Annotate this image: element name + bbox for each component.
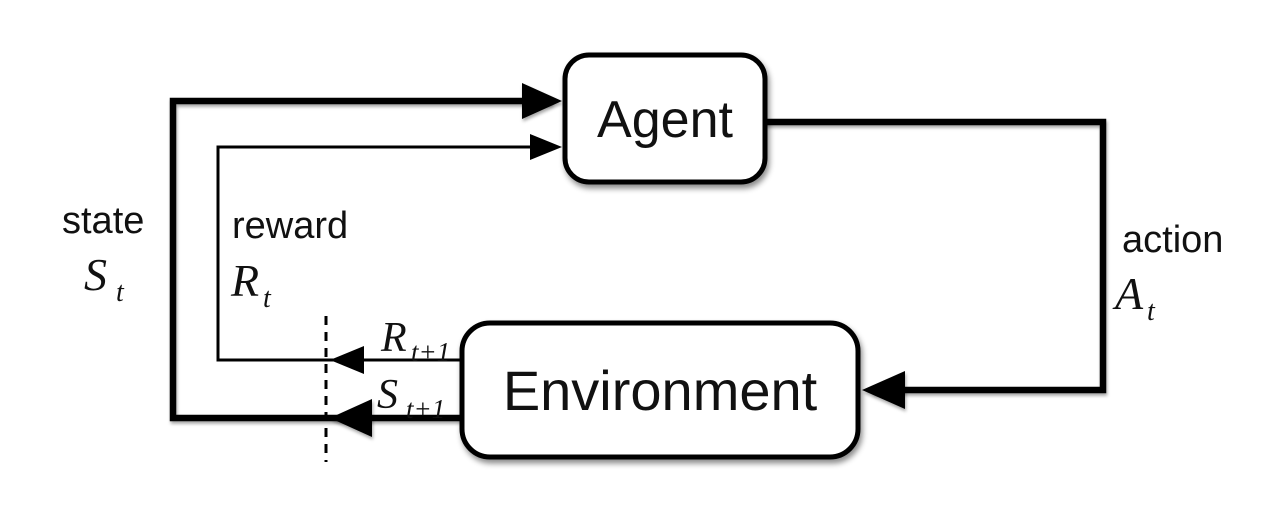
agent-node-box [562, 52, 768, 185]
action-symbol: A [1112, 268, 1144, 319]
state-word-label: state [62, 200, 144, 242]
next-state-subscript: t+1 [406, 394, 445, 424]
reward-symbol-subscript: t [263, 283, 272, 314]
environment-node-label: Environment [503, 359, 818, 422]
action-symbol-subscript: t [1147, 296, 1156, 327]
action-line [765, 118, 1107, 394]
next-reward-arrowhead [330, 346, 364, 374]
next-reward-subscript: t+1 [411, 337, 450, 367]
reward-symbol: R [230, 255, 259, 306]
state-loop-line [169, 97, 552, 422]
next-state-arrowhead [330, 399, 372, 437]
next-state-symbol: S [377, 372, 398, 418]
agent-node-label: Agent [597, 91, 733, 149]
state-symbol: S [84, 249, 107, 300]
action-word-label: action [1122, 219, 1223, 261]
reward-into-agent-arrowhead [530, 134, 562, 160]
state-symbol-subscript: t [116, 277, 125, 308]
environment-node-box [459, 320, 861, 460]
next-reward-symbol: R [380, 315, 407, 361]
state-into-agent-arrowhead [522, 83, 562, 119]
reward-word-label: reward [232, 205, 348, 247]
action-into-environment-arrowhead [862, 371, 905, 409]
